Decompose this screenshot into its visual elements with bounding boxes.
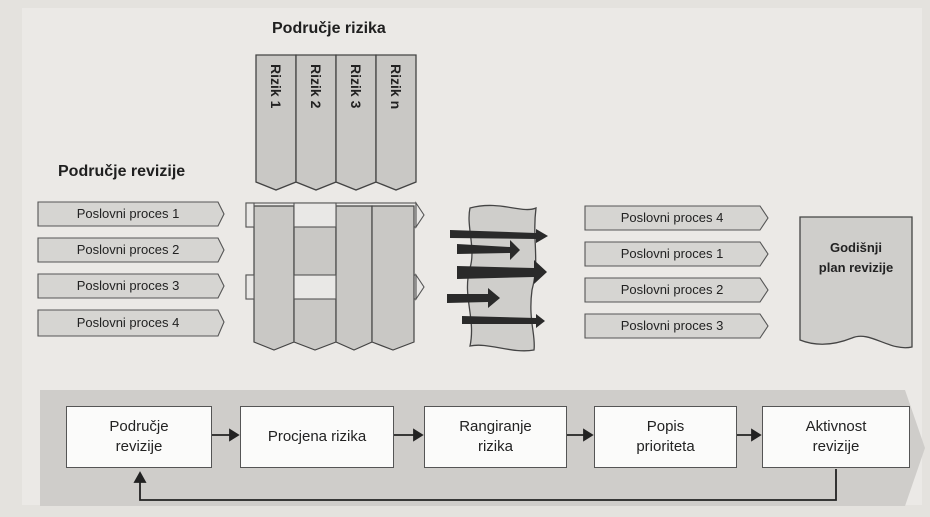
matrix-row-1-tip xyxy=(415,201,425,229)
sieve-arrows xyxy=(447,229,548,328)
ranked-process-label-2: Poslovni proces 1 xyxy=(620,246,724,261)
matrix-row-2-over xyxy=(293,274,337,300)
input-bar-4 xyxy=(37,309,225,337)
input-process-label-4: Poslovni proces 4 xyxy=(76,315,180,330)
risk-label-3: Rizik 3 xyxy=(348,64,364,109)
input-process-label-1: Poslovni proces 1 xyxy=(76,206,180,221)
ranked-process-label-4: Poslovni proces 3 xyxy=(620,318,724,333)
ranked-process-bars xyxy=(584,205,769,339)
ranked-bar-1 xyxy=(584,205,769,231)
input-process-label-2: Poslovni proces 2 xyxy=(76,242,180,257)
input-process-bars xyxy=(37,201,225,337)
risk-tab-n xyxy=(375,54,417,191)
step-audit-activity[interactable]: Aktivnost revizije xyxy=(762,406,910,468)
sieve-arrow-5 xyxy=(462,314,545,328)
step-arrows xyxy=(212,428,762,442)
sieve-arrow-1 xyxy=(450,229,548,243)
ranked-process-label-3: Poslovni proces 2 xyxy=(620,282,724,297)
input-bar-2 xyxy=(37,237,225,263)
matrix-col-3 xyxy=(335,205,373,351)
ranked-process-label-1: Poslovni proces 4 xyxy=(620,210,724,225)
matrix-row-1-over xyxy=(293,202,337,228)
risk-tab-3 xyxy=(335,54,377,191)
risk-tab-1 xyxy=(255,54,297,191)
step-priority-list[interactable]: Popis prioriteta xyxy=(594,406,737,468)
feedback-arrow xyxy=(133,469,837,501)
audit-plan-document xyxy=(799,216,913,349)
risk-label-1: Rizik 1 xyxy=(268,64,284,109)
input-process-label-3: Poslovni proces 3 xyxy=(76,278,180,293)
audit-plan-label: Godišnji plan revizije xyxy=(818,240,894,275)
matrix-row-2-tip xyxy=(415,273,425,301)
matrix-row-2-over-b xyxy=(245,274,255,300)
matrix-col-4 xyxy=(371,205,415,351)
matrix-col-1 xyxy=(253,205,295,351)
ranked-bar-3 xyxy=(584,277,769,303)
step-risk-assessment[interactable]: Procjena rizika xyxy=(240,406,394,468)
ranked-bar-4 xyxy=(584,313,769,339)
input-bar-1 xyxy=(37,201,225,227)
risk-tab-2 xyxy=(295,54,337,191)
sieve-arrow-3 xyxy=(457,260,547,284)
sieve-arrow-2 xyxy=(457,240,520,260)
sieve-arrow-4 xyxy=(447,288,500,308)
matrix-row-1-over-b xyxy=(245,202,255,228)
input-bar-3 xyxy=(37,273,225,299)
risk-label-2: Rizik 2 xyxy=(308,64,324,109)
step-risk-ranking[interactable]: Rangiranje rizika xyxy=(424,406,567,468)
risk-area-heading: Područje rizika xyxy=(272,20,386,37)
risk-label-n: Rizik n xyxy=(388,64,404,110)
audit-area-heading: Područje revizije xyxy=(58,163,186,180)
step-audit-area[interactable]: Područje revizije xyxy=(66,406,212,468)
ranked-bar-2 xyxy=(584,241,769,267)
